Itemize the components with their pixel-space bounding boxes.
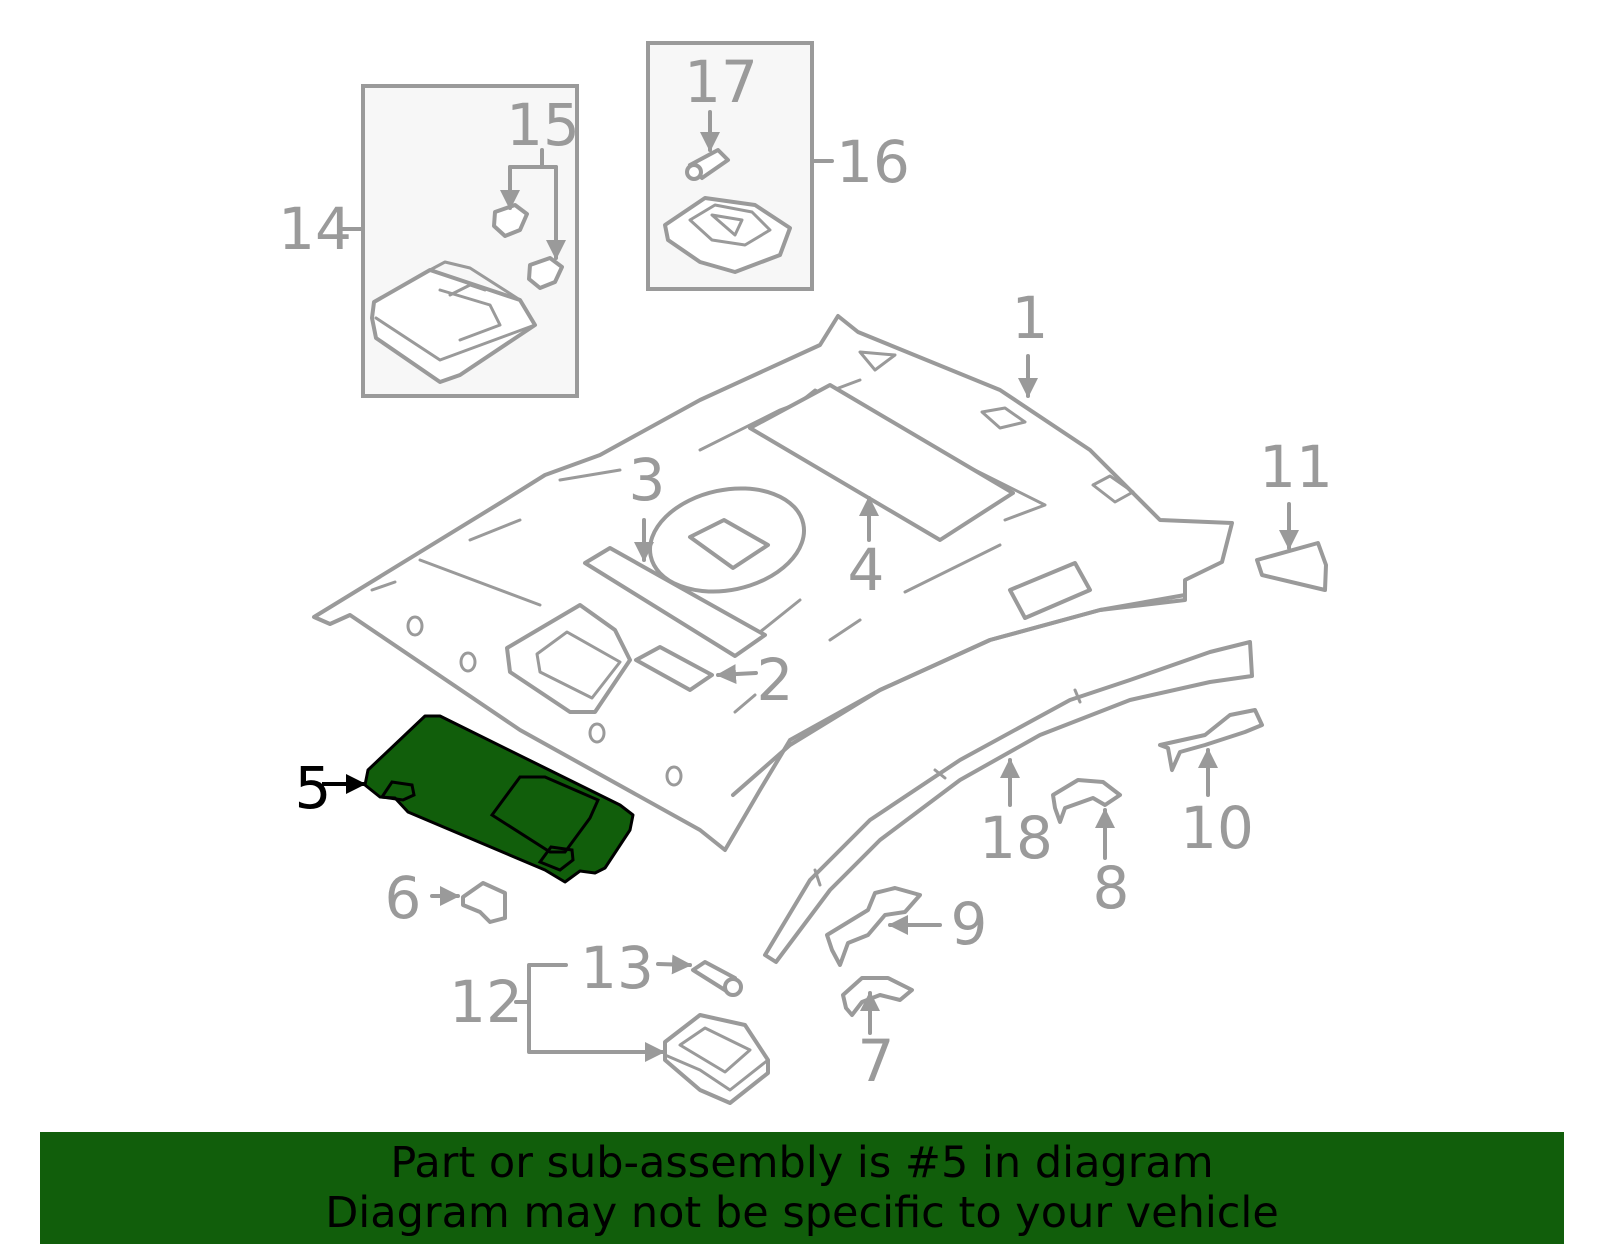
callout-3: 3	[629, 446, 666, 514]
pad-strip	[583, 546, 767, 658]
bracket-10	[1158, 708, 1264, 772]
callout-6: 6	[385, 864, 422, 932]
callout-12: 12	[449, 968, 523, 1036]
callout-18: 18	[979, 804, 1053, 872]
callout-16: 16	[836, 128, 910, 196]
map-lamp-box	[646, 41, 834, 291]
callout-8: 8	[1093, 854, 1130, 922]
lamp-recess	[505, 603, 632, 714]
visor-mirror	[489, 775, 600, 854]
bulb-13	[691, 960, 743, 997]
callout-10: 10	[1180, 794, 1254, 862]
bracket-8	[1051, 778, 1122, 824]
callout-7: 7	[858, 1027, 895, 1095]
roof-rail-trim	[763, 640, 1254, 964]
callout-5: 5	[295, 754, 332, 822]
callout-17: 17	[684, 48, 758, 116]
callout-13: 13	[580, 934, 654, 1002]
callout-2: 2	[757, 646, 794, 714]
trim-piece-11	[1255, 541, 1328, 592]
bracket-9	[825, 886, 922, 967]
callout-1: 1	[1012, 284, 1049, 352]
callout-14: 14	[278, 195, 352, 263]
leader-lines	[322, 110, 1299, 1062]
cargo-lamp	[663, 1013, 770, 1105]
bracket-7	[841, 976, 914, 1017]
sun-visor	[363, 714, 635, 884]
info-banner: Part or sub-assembly is #5 in diagram Di…	[40, 1132, 1564, 1244]
banner-line-disclaimer: Diagram may not be specific to your vehi…	[325, 1188, 1279, 1238]
callout-11: 11	[1259, 433, 1333, 501]
callout-15: 15	[506, 91, 580, 159]
headliner	[312, 314, 1234, 852]
visor-clip	[461, 881, 507, 924]
dome-lamp-box	[339, 84, 579, 398]
callout-4: 4	[848, 536, 885, 604]
visor-tab-left	[379, 780, 416, 802]
banner-line-part: Part or sub-assembly is #5 in diagram	[390, 1138, 1214, 1188]
callout-labels: 1 2 3 4 5 6 7 8 9 10 11 12 13 14 15 16 1…	[278, 48, 1333, 1095]
callout-9: 9	[951, 890, 988, 958]
visor-tab-right	[537, 845, 575, 872]
pad-small	[634, 645, 714, 692]
